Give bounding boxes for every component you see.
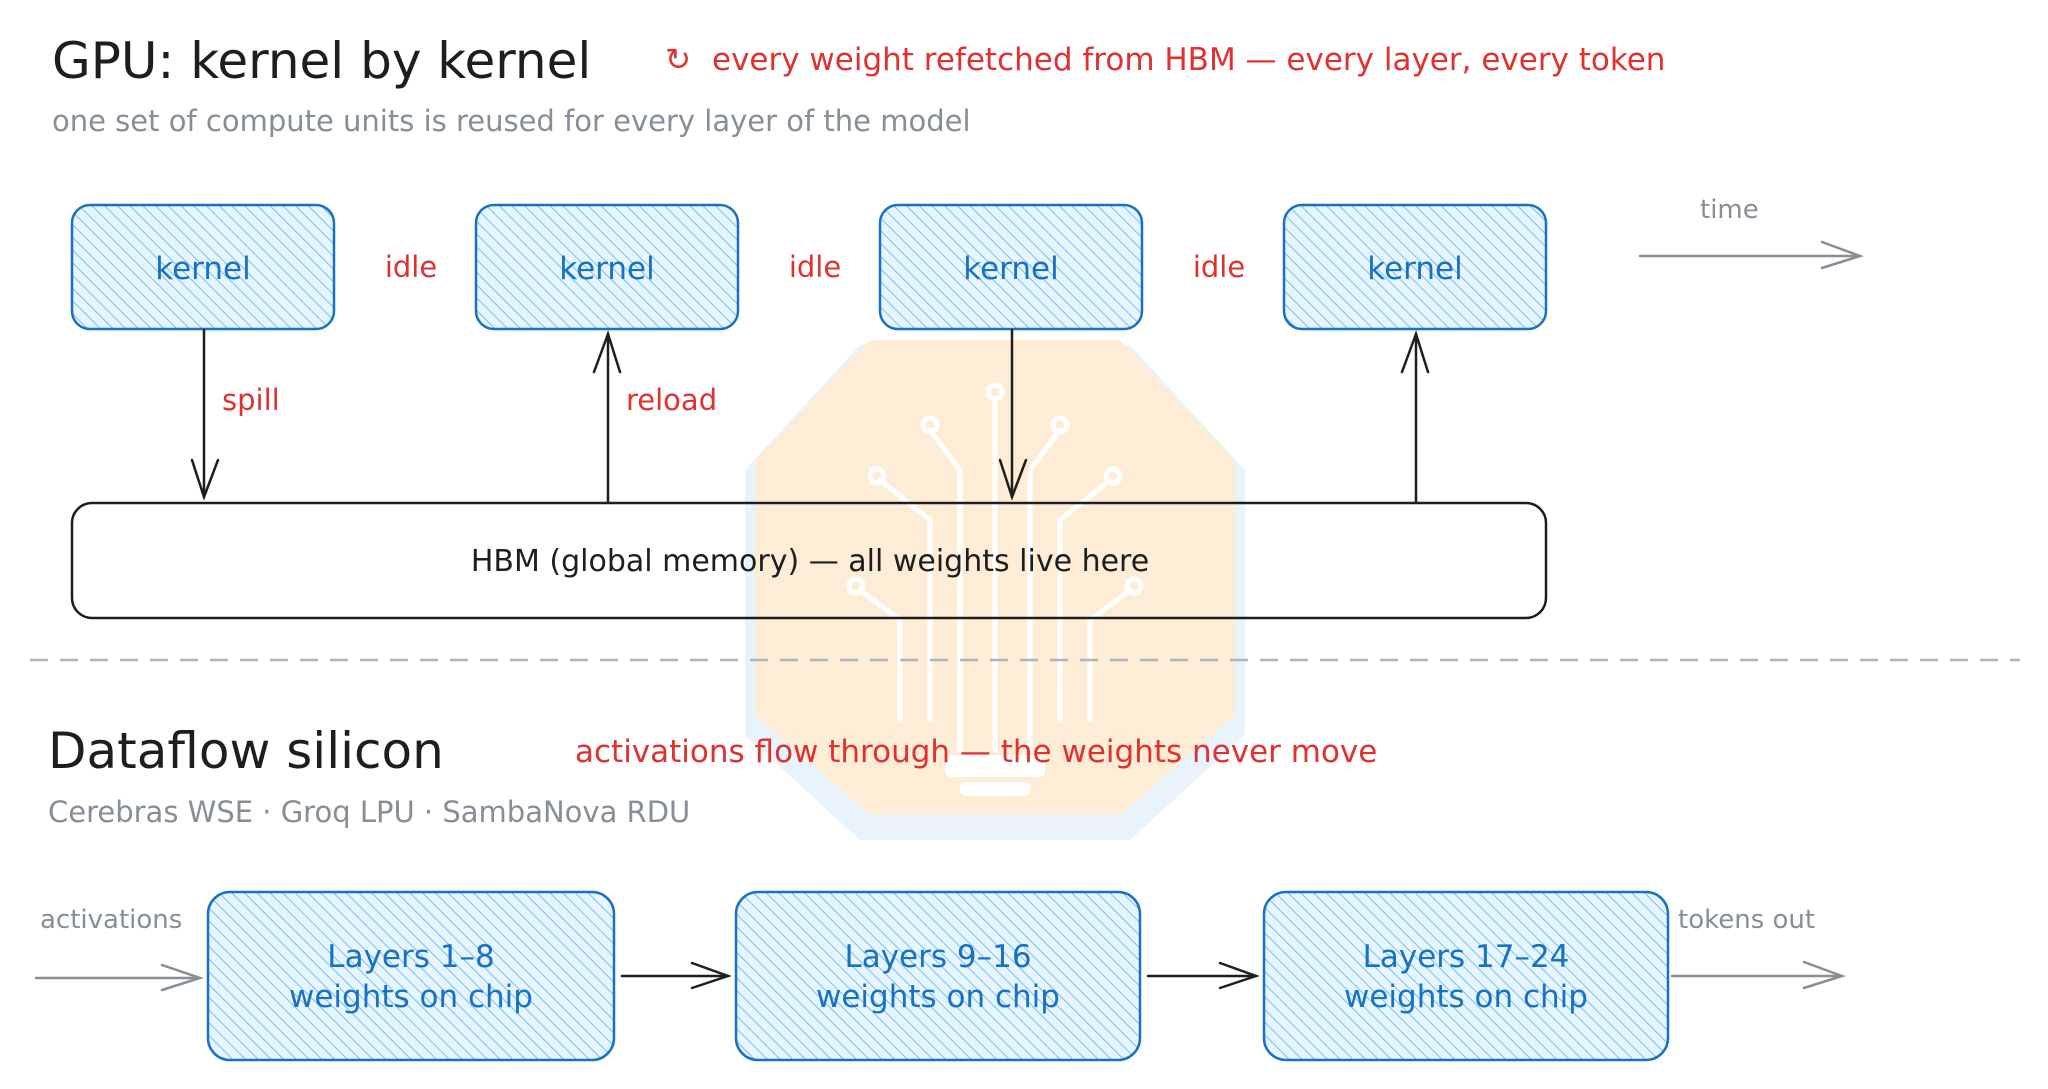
stage-caption: weights on chip bbox=[289, 979, 533, 1015]
kernel-label: kernel bbox=[559, 251, 654, 287]
kernel-label: kernel bbox=[1367, 251, 1462, 287]
stage-title: Layers 1–8 bbox=[327, 939, 494, 975]
dataflow-title: Dataflow silicon bbox=[48, 722, 444, 780]
reload-arrow bbox=[592, 330, 622, 504]
stage-title: Layers 17–24 bbox=[1363, 939, 1570, 975]
reload-label: reload bbox=[626, 383, 717, 417]
spill-arrow bbox=[190, 328, 220, 501]
hbm-label: HBM (global memory) — all weights live h… bbox=[471, 544, 1149, 579]
idle-label: idle bbox=[789, 250, 841, 284]
reload-arrow-2 bbox=[1400, 330, 1430, 504]
layer-stage-3: Layers 17–24 weights on chip bbox=[1262, 890, 1670, 1062]
stage-caption: weights on chip bbox=[1344, 979, 1588, 1015]
stage-arrow-1 bbox=[620, 961, 732, 990]
kernel-label: kernel bbox=[963, 251, 1058, 287]
gpu-note: every weight refetched from HBM — every … bbox=[712, 42, 1665, 78]
kernel-box-2: kernel bbox=[474, 203, 740, 331]
stage-arrow-2 bbox=[1146, 961, 1260, 990]
idle-label: idle bbox=[385, 250, 437, 284]
layer-stage-2: Layers 9–16 weights on chip bbox=[734, 890, 1142, 1062]
time-arrow bbox=[1638, 240, 1864, 270]
output-arrow bbox=[1670, 960, 1846, 990]
spill-arrow-2 bbox=[998, 328, 1028, 501]
hbm-memory-bar: HBM (global memory) — all weights live h… bbox=[70, 501, 1548, 620]
gpu-title: GPU: kernel by kernel bbox=[52, 32, 591, 90]
layer-stage-1: Layers 1–8 weights on chip bbox=[206, 890, 616, 1062]
activations-label: activations bbox=[40, 905, 182, 935]
spill-label: spill bbox=[222, 383, 280, 417]
time-label: time bbox=[1700, 195, 1759, 225]
watermark-logo bbox=[745, 340, 1245, 840]
input-arrow bbox=[34, 963, 205, 992]
kernel-box-4: kernel bbox=[1282, 203, 1548, 331]
kernel-box-3: kernel bbox=[878, 203, 1144, 331]
idle-label: idle bbox=[1193, 250, 1245, 284]
kernel-label: kernel bbox=[155, 251, 250, 287]
dataflow-note: activations flow through — the weights n… bbox=[575, 734, 1377, 770]
gpu-subtitle: one set of compute units is reused for e… bbox=[52, 104, 971, 138]
stage-title: Layers 9–16 bbox=[844, 939, 1031, 975]
refetch-icon: ↻ bbox=[665, 42, 691, 78]
tokens-out-label: tokens out bbox=[1678, 905, 1815, 935]
stage-caption: weights on chip bbox=[816, 979, 1060, 1015]
kernel-box-1: kernel bbox=[70, 203, 336, 331]
dataflow-subtitle: Cerebras WSE · Groq LPU · SambaNova RDU bbox=[48, 795, 690, 829]
